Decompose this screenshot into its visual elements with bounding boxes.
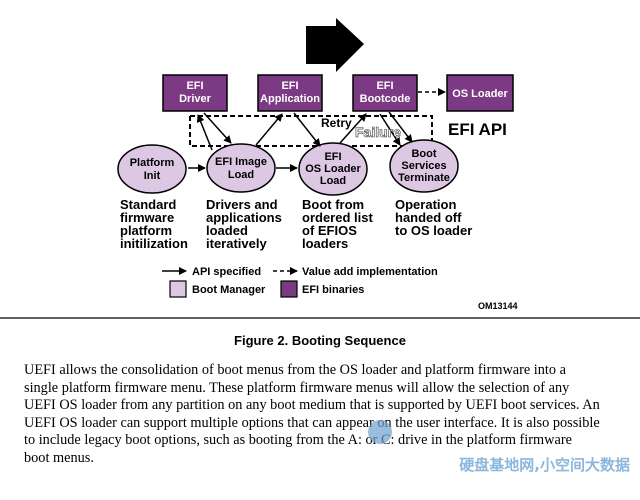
description-platform-init: Standard firmware platform initilization: [120, 197, 188, 251]
watermark-logo-icon: [368, 420, 392, 444]
box-efi-application: EFI Application: [257, 74, 323, 112]
svg-text:loaded: loaded: [206, 223, 248, 238]
legend-efi-binaries: EFI binaries: [302, 284, 364, 296]
svg-text:Load: Load: [320, 175, 346, 187]
oval-platform-init: Platform Init: [117, 144, 187, 194]
svg-text:Boot: Boot: [411, 148, 436, 160]
body-line: UEFI OS loader from any partition on any…: [24, 397, 600, 414]
box-os-loader: OS Loader: [446, 74, 514, 112]
legend-efi-binaries-swatch: [280, 280, 298, 298]
svg-text:initilization: initilization: [120, 236, 188, 251]
dashed-boundary-lower: [189, 116, 432, 147]
figure-id: OM13144: [478, 301, 518, 311]
svg-text:EFI: EFI: [281, 80, 298, 92]
svg-text:Drivers and: Drivers and: [206, 197, 278, 212]
svg-text:Boot from: Boot from: [302, 197, 364, 212]
svg-text:to OS loader: to OS loader: [395, 223, 472, 238]
box-efi-driver: EFI Driver: [162, 74, 228, 112]
svg-text:EFI: EFI: [376, 80, 393, 92]
legend-boot-manager-swatch: [169, 280, 187, 298]
svg-text:Driver: Driver: [179, 93, 212, 105]
svg-text:OS Loader: OS Loader: [452, 88, 508, 100]
watermark: 硬盘基地网,小空间大数据: [459, 456, 630, 474]
legend-value-add: Value add implementation: [302, 266, 438, 278]
big-arrow-icon: [306, 18, 364, 72]
svg-text:OS Loader: OS Loader: [305, 163, 361, 175]
legend: API specified Value add implementation B…: [162, 266, 438, 298]
body-line: UEFI OS loader can support multiple opti…: [24, 414, 600, 431]
body-line: UEFI allows the consolidation of boot me…: [24, 362, 566, 378]
oval-efi-image-load: EFI Image Load: [206, 143, 276, 193]
efi-api-label: EFI API: [448, 120, 507, 139]
body-paragraph: UEFI allows the consolidation of boot me…: [24, 362, 616, 468]
svg-text:Init: Init: [144, 170, 161, 182]
description-image-load: Drivers and applications loaded iterativ…: [206, 197, 282, 251]
body-line: boot menus.: [24, 449, 94, 466]
description-boot-services-terminate: Operation handed off to OS loader: [395, 197, 472, 238]
svg-text:platform: platform: [120, 223, 172, 238]
svg-text:firmware: firmware: [120, 210, 174, 225]
oval-efi-os-loader-load: EFI OS Loader Load: [298, 142, 368, 196]
figure-caption: Figure 2. Booting Sequence: [234, 333, 406, 348]
svg-text:Application: Application: [260, 93, 320, 105]
svg-text:EFI Image: EFI Image: [215, 156, 267, 168]
svg-text:loaders: loaders: [302, 236, 348, 251]
svg-text:handed off: handed off: [395, 210, 462, 225]
legend-api-specified: API specified: [192, 266, 261, 278]
svg-text:Terminate: Terminate: [398, 172, 450, 184]
svg-text:Bootcode: Bootcode: [360, 93, 411, 105]
api-arrows: [188, 111, 413, 172]
box-efi-bootcode: EFI Bootcode: [352, 74, 418, 112]
svg-text:iteratively: iteratively: [206, 236, 267, 251]
failure-label: Failure: [355, 124, 401, 140]
svg-text:Operation: Operation: [395, 197, 456, 212]
svg-text:Standard: Standard: [120, 197, 176, 212]
retry-label: Retry: [321, 116, 352, 130]
booting-sequence-diagram: EFI Driver EFI Application EFI Bootcode …: [0, 18, 640, 319]
body-line: to include legacy boot options, such as …: [24, 432, 572, 449]
description-os-loader-load: Boot from ordered list of EFIOS loaders: [302, 197, 373, 251]
svg-text:of EFIOS: of EFIOS: [302, 223, 357, 238]
svg-text:EFI: EFI: [186, 80, 203, 92]
svg-text:applications: applications: [206, 210, 282, 225]
svg-text:Services: Services: [401, 160, 446, 172]
svg-text:EFI: EFI: [324, 151, 341, 163]
legend-boot-manager: Boot Manager: [192, 284, 266, 296]
svg-text:ordered list: ordered list: [302, 210, 373, 225]
body-line: single platform firmware menu. These pla…: [24, 379, 570, 396]
svg-text:Load: Load: [228, 169, 254, 181]
svg-text:Platform: Platform: [130, 157, 175, 169]
oval-boot-services-terminate: Boot Services Terminate: [389, 139, 459, 193]
